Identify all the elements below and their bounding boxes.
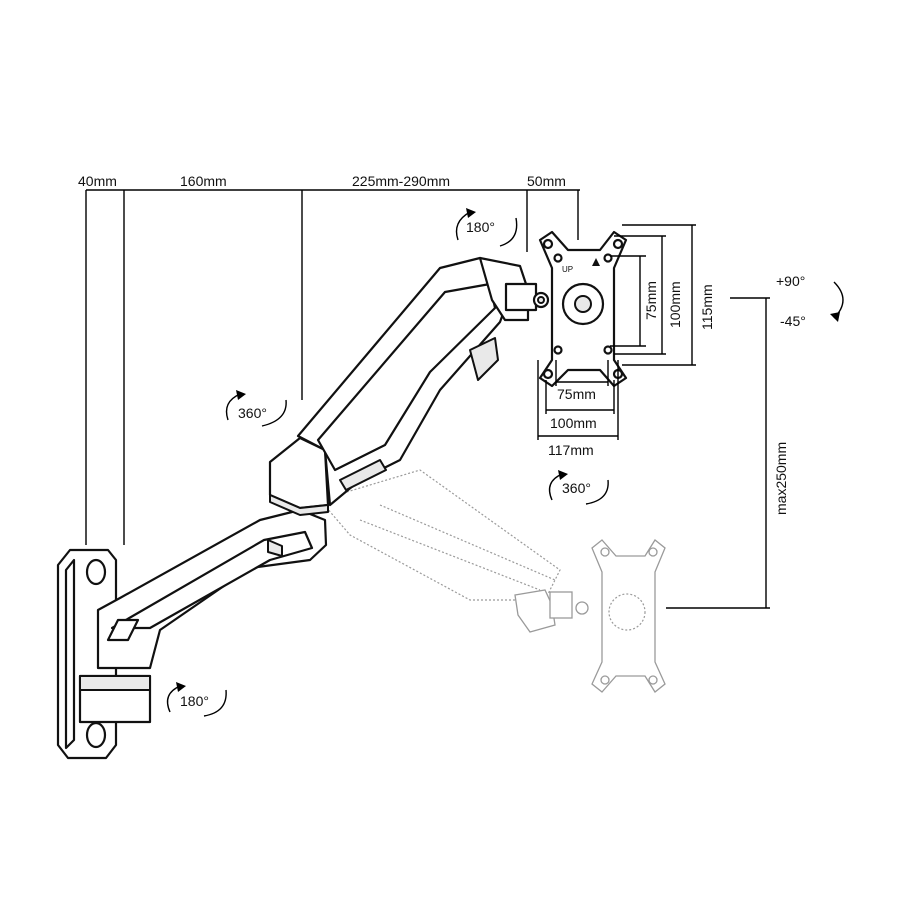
wall-rot-arrow-icon [176, 682, 186, 692]
elbow-rot-arrow-icon [236, 390, 246, 400]
dim-label-40mm: 40mm [78, 173, 117, 189]
ghost-upper-arm [318, 469, 561, 601]
head-rot-arc-right-icon [499, 217, 518, 247]
ghost-elbow [514, 589, 556, 633]
upper-arm-tension-screw [339, 459, 387, 491]
dim-label-160mm: 160mm [180, 173, 227, 189]
head-rot-arrow-icon [466, 208, 476, 218]
ghost-plate-hub [608, 593, 646, 631]
vesa-hole-top-right [612, 238, 624, 250]
rotation-badge-head: 180° [455, 208, 518, 247]
ghost-vesa-plate [591, 539, 666, 693]
tilt-up-label: +90° [776, 273, 805, 289]
tilt-block [504, 282, 538, 312]
vesa-hole-bottom-left [542, 368, 554, 380]
dim-label-50mm: 50mm [527, 173, 566, 189]
rotation-badge-elbow: 360° [225, 390, 287, 427]
plate-rot-arc-right-icon [585, 479, 609, 505]
upper-arm-spring-cap [469, 337, 499, 381]
tilt-head [478, 256, 550, 322]
vesa-h-100: 100mm [550, 415, 597, 431]
tilt-knob-center [537, 296, 545, 304]
upper-arm-inner [316, 282, 497, 472]
rotation-badge-plate: 360° [548, 470, 609, 505]
elbow-joint [268, 436, 330, 516]
ghost-tilt-block [549, 591, 573, 619]
wall-plate-hole-bottom [85, 721, 107, 749]
lower-arm-channel [110, 530, 314, 630]
wall-plate [56, 548, 152, 760]
wall-rotation-label: 180° [180, 693, 209, 709]
wall-rot-arc-right-icon [203, 689, 227, 717]
rotation-badge-wall: 180° [166, 682, 227, 717]
tilt-arrowhead-icon [830, 312, 840, 322]
plate-rot-arrow-icon [558, 470, 568, 480]
vesa-h-75: 75mm [557, 386, 596, 402]
wall-pivot-collar [79, 675, 151, 691]
ghost-hole-2 [648, 547, 658, 557]
vesa-plate: UP [538, 230, 628, 388]
vesa-hole-75-tr [603, 253, 613, 263]
vesa-h-117: 117mm [548, 442, 594, 458]
wall-plate-edge [64, 558, 76, 750]
vesa-vertical-dims [610, 224, 696, 366]
vesa-hole-top-left [542, 238, 554, 250]
upper-arm [296, 256, 510, 507]
ghost-hole-1 [600, 547, 610, 557]
ghost-tilt-knob [575, 601, 589, 615]
ghost-arm-position [318, 469, 666, 693]
vesa-hole-75-br [603, 345, 613, 355]
elbow-rot-arc-right-icon [261, 399, 287, 427]
head-rotation-label: 180° [466, 219, 495, 235]
top-dimension-lines [85, 189, 580, 545]
vesa-v-75: 75mm [643, 281, 659, 320]
plate-rotation-label: 360° [562, 480, 591, 496]
ghost-hole-4 [648, 675, 658, 685]
lower-arm [96, 508, 328, 670]
tilt-down-label: -45° [780, 313, 806, 329]
height-dimension [666, 297, 770, 609]
vesa-v-100: 100mm [667, 281, 683, 328]
dim-label-upper-arm: 225mm-290mm [352, 173, 450, 189]
lower-arm-clip [267, 539, 283, 557]
vesa-horizontal-dims [537, 360, 619, 440]
elbow-collar [269, 494, 329, 516]
vesa-v-115: 115mm [699, 284, 715, 330]
elbow-rotation-label: 360° [238, 405, 267, 421]
vesa-hole-75-bl [553, 345, 563, 355]
elbow-housing [268, 436, 330, 510]
up-arrow-icon [592, 258, 600, 266]
wall-plate-hole-top [85, 558, 107, 586]
ghost-arm-detail [359, 504, 556, 591]
vesa-hole-75-tl [553, 253, 563, 263]
ghost-hole-3 [600, 675, 610, 685]
vesa-plate-hub-center [574, 295, 592, 313]
vesa-up-marking: UP [562, 265, 573, 274]
height-adjust-label: max250mm [773, 442, 789, 515]
lower-arm-slot [106, 618, 140, 642]
